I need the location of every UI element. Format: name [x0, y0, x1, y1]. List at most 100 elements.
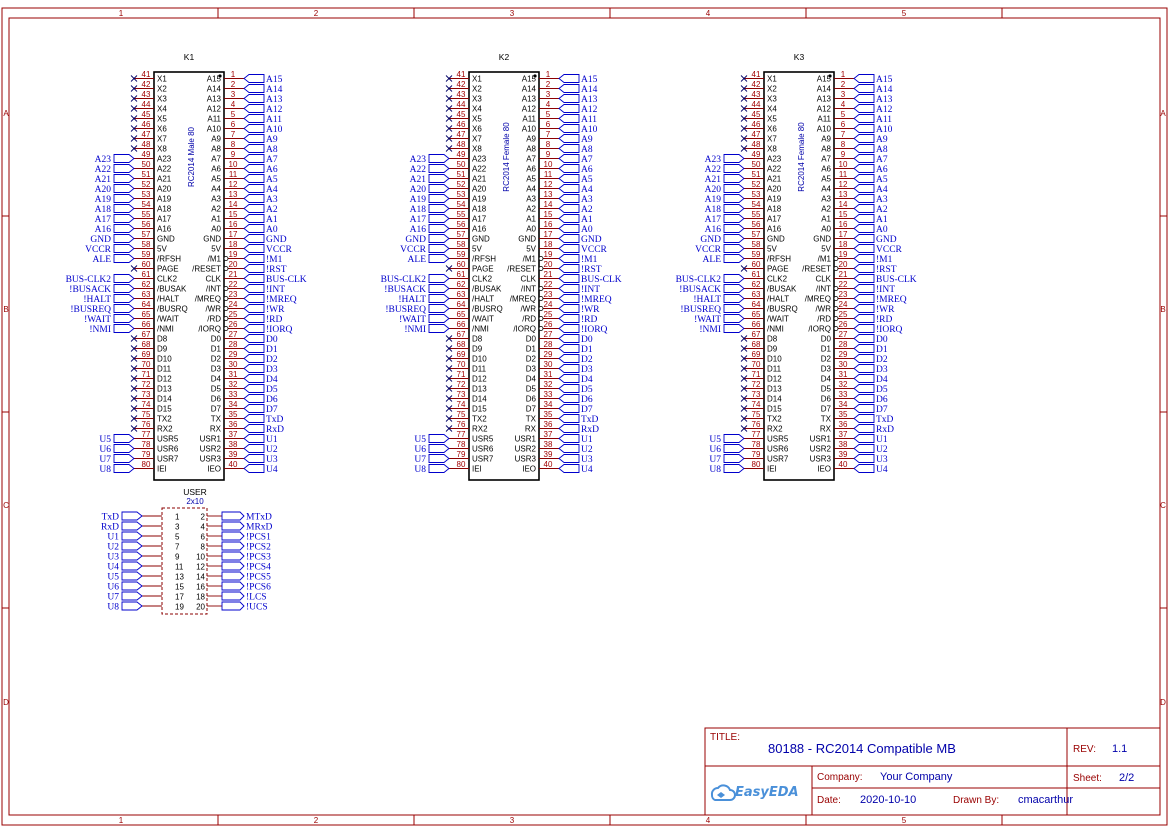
pin-name: GND — [767, 235, 785, 244]
inversion-bubble — [833, 286, 839, 291]
net-flag — [853, 94, 875, 103]
pin-number: 30 — [839, 360, 848, 369]
pin-name: D4 — [211, 375, 222, 384]
net-label: A23 — [705, 155, 722, 165]
pin-number: 15 — [175, 583, 184, 592]
pin-name: D10 — [767, 355, 782, 364]
net-flag — [243, 414, 265, 423]
pin-name: PAGE — [472, 265, 494, 274]
pin-number: 4 — [201, 523, 206, 532]
pin-number: 59 — [457, 250, 466, 259]
pin-name: USR7 — [157, 455, 179, 464]
net-label: !HALT — [83, 295, 111, 305]
pin-name: CLK2 — [157, 275, 178, 284]
net-flag — [853, 164, 875, 173]
pin-number: 11 — [229, 170, 238, 179]
net-flag — [723, 154, 745, 163]
pin-name: A20 — [767, 185, 782, 194]
net-flag — [723, 274, 745, 283]
pin-number: 31 — [229, 370, 238, 379]
no-connect-mark — [740, 415, 748, 422]
user-pin-16: 16!PCS6 — [196, 581, 271, 593]
pin-63: 63/HALT!HALT — [398, 290, 494, 305]
pin-name: /NMI — [767, 325, 784, 334]
pin-name: D11 — [767, 365, 782, 374]
pin-number: 62 — [752, 280, 761, 289]
net-label: A20 — [705, 185, 722, 195]
pin-number: 2 — [546, 80, 551, 89]
net-label: A8 — [266, 145, 278, 155]
pin-name: A23 — [157, 155, 172, 164]
pin-name: 5V — [157, 245, 167, 254]
pin-name: /MREQ — [195, 295, 221, 304]
pin-name: A21 — [472, 175, 487, 184]
pin-number: 42 — [752, 80, 761, 89]
pin-number: 64 — [457, 300, 466, 309]
no-connect-mark — [130, 415, 138, 422]
pin-name: GND — [813, 235, 831, 244]
pin-number: 20 — [839, 260, 848, 269]
pin-number: 38 — [544, 440, 553, 449]
net-flag — [243, 274, 265, 283]
net-label: !M1 — [266, 255, 283, 265]
pin-number: 55 — [457, 210, 466, 219]
pin-number: 47 — [752, 130, 761, 139]
net-label: U6 — [414, 445, 426, 455]
pin-number: 12 — [839, 180, 848, 189]
pin-number: 53 — [752, 190, 761, 199]
net-flag — [558, 144, 580, 153]
net-label: A17 — [95, 215, 112, 225]
net-flag — [853, 404, 875, 413]
pin-name: GND — [203, 235, 221, 244]
zone-row-left: D — [3, 698, 9, 707]
net-flag — [853, 284, 875, 293]
pin-name: TX — [821, 415, 832, 424]
net-label: D1 — [581, 345, 593, 355]
pin-name: A5 — [526, 175, 536, 184]
net-label: !RD — [581, 315, 598, 325]
net-flag — [558, 184, 580, 193]
net-flag — [428, 304, 450, 313]
net-flag — [243, 84, 265, 93]
net-flag — [428, 174, 450, 183]
pin-number: 74 — [142, 400, 151, 409]
net-label: !RD — [266, 315, 283, 325]
pin-name: X4 — [767, 105, 777, 114]
net-flag — [243, 424, 265, 433]
no-connect-mark — [445, 105, 453, 112]
pin-name: A16 — [767, 225, 782, 234]
pin-number: 30 — [544, 360, 553, 369]
pin-number: 76 — [752, 420, 761, 429]
net-label: TxD — [876, 415, 894, 425]
net-flag — [853, 224, 875, 233]
net-label: A2 — [581, 205, 593, 215]
pin-name: D6 — [821, 395, 832, 404]
no-connect-mark — [740, 355, 748, 362]
pin-66: 66/NMI!NMI — [699, 320, 784, 335]
net-flag — [558, 254, 580, 263]
no-connect-mark — [740, 395, 748, 402]
user-header: USER2x101TxD3RxD5U17U29U311U413U515U617U… — [101, 487, 273, 615]
pin-number: 42 — [457, 80, 466, 89]
net-flag — [853, 424, 875, 433]
net-label: U7 — [107, 593, 119, 603]
pin-name: USR1 — [515, 435, 537, 444]
pin-62: 62/BUSAK!BUSACK — [69, 280, 187, 295]
pin-name: X6 — [472, 125, 482, 134]
pin-name: USR2 — [515, 445, 537, 454]
pin-name: D13 — [157, 385, 172, 394]
pin-name: A22 — [767, 165, 782, 174]
